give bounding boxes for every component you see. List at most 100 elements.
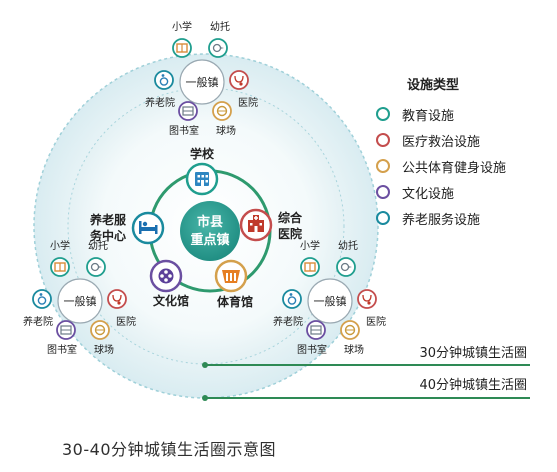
town-label: 一般镇: [186, 75, 219, 89]
education-ring-icon: [376, 107, 390, 121]
bed-icon: [139, 221, 158, 234]
clinic-label: 医院: [116, 315, 136, 328]
elderly-home-label: 养老院: [23, 315, 53, 328]
elderly-home-ring: [282, 289, 302, 309]
legend-title: 设施类型: [407, 78, 460, 93]
ballfield-label: 球场: [94, 343, 114, 356]
legend-label: 教育设施: [402, 108, 455, 124]
primary-school-icon: [54, 262, 66, 272]
hospital-building-icon: [248, 215, 264, 232]
primary-school-label: 小学: [300, 239, 320, 252]
stadium-node: 体育馆: [214, 259, 253, 309]
culture-node: 文化馆: [149, 259, 189, 308]
clinic-label: 医院: [366, 315, 386, 328]
elderly-home-ring: [32, 289, 52, 309]
library-label: 图书室: [47, 343, 77, 356]
legend-label: 医疗救治设施: [402, 134, 481, 150]
legend-item-culture: 文化设施: [376, 179, 551, 205]
kindergarten-icon: [340, 262, 352, 272]
elderly-center-node: 养老服 务中心: [89, 211, 165, 245]
library-icon: [182, 106, 194, 116]
elderly-home-icon: [37, 293, 47, 305]
hospital-label-line1: 综合: [278, 210, 303, 225]
elderly-center-label-line1: 养老服: [89, 212, 127, 227]
library-icon: [310, 325, 322, 335]
kindergarten-ring: [208, 38, 228, 58]
ballfield-icon: [94, 324, 106, 336]
school-label: 学校: [190, 146, 215, 161]
school-building-icon: [195, 172, 209, 186]
center-label-line1: 市县: [197, 214, 223, 230]
library-node: 图书室: [169, 101, 199, 137]
elderly-home-ring: [154, 70, 174, 90]
elderly-home-label: 养老院: [145, 96, 175, 109]
medical-ring-icon: [376, 133, 390, 147]
kindergarten-label: 幼托: [88, 239, 108, 252]
library-label: 图书室: [297, 343, 327, 356]
facility-type-legend: 设施类型 教育设施 医疗救治设施 公共体育健身设施 文化设施 养老服务设施: [376, 74, 551, 231]
kindergarten-label: 幼托: [338, 239, 358, 252]
film-reel-icon: [158, 268, 174, 284]
stadium-label: 体育馆: [217, 294, 253, 309]
ballfield-node: 球场: [90, 320, 114, 356]
clinic-label: 医院: [238, 96, 258, 109]
primary-school-node: 小学: [300, 239, 320, 277]
kindergarten-ring: [86, 257, 106, 277]
culture-ring-icon: [376, 185, 390, 199]
library-icon: [60, 325, 72, 335]
clinic-ring: [357, 289, 377, 309]
library-node: 图书室: [47, 320, 77, 356]
town-label: 一般镇: [314, 294, 347, 308]
school-node: 学校: [185, 146, 219, 196]
diagram-caption: 30-40分钟城镇生活圈示意图: [62, 440, 276, 459]
clinic-ring: [107, 289, 127, 309]
legend-item-sports: 公共体育健身设施: [376, 153, 551, 179]
kindergarten-node: 幼托: [86, 239, 108, 277]
legend-label: 公共体育健身设施: [402, 160, 507, 176]
clinic-ring: [229, 70, 249, 90]
primary-school-icon: [176, 43, 188, 53]
ballfield-icon: [216, 105, 228, 117]
legend-label: 养老服务设施: [402, 212, 481, 228]
legend-item-medical: 医疗救治设施: [376, 127, 551, 153]
library-node: 图书室: [297, 320, 327, 356]
library-label: 图书室: [169, 124, 199, 137]
clinic-node: 医院: [107, 289, 136, 328]
stadium-icon: [222, 270, 240, 283]
town-ring: [179, 59, 225, 105]
clinic-icon: [112, 294, 122, 305]
elderly-ring-icon: [376, 211, 390, 225]
kindergarten-ring: [336, 257, 356, 277]
forty-minute-callout: 40分钟城镇生活圈: [202, 377, 530, 401]
town-ring: [57, 278, 103, 324]
clinic-icon: [362, 294, 372, 305]
kindergarten-icon: [212, 43, 224, 53]
center-label-line2: 重点镇: [190, 232, 229, 248]
elderly-home-label: 养老院: [273, 315, 303, 328]
clinic-node: 医院: [229, 70, 258, 109]
culture-label: 文化馆: [153, 293, 189, 308]
thirty-minute-callout: 30分钟城镇生活圈: [202, 345, 530, 368]
ballfield-icon: [344, 324, 356, 336]
elderly-center-label-line2: 务中心: [90, 228, 126, 243]
elderly-home-node: 养老院: [145, 70, 175, 109]
elderly-home-icon: [159, 74, 169, 86]
elderly-home-node: 养老院: [23, 289, 53, 328]
legend-item-elderly: 养老服务设施: [376, 205, 551, 231]
legend-item-education: 教育设施: [376, 101, 551, 127]
ballfield-label: 球场: [216, 124, 236, 137]
kindergarten-icon: [90, 262, 102, 272]
kindergarten-node: 幼托: [336, 239, 358, 277]
town-label: 一般镇: [64, 294, 97, 308]
primary-school-label: 小学: [50, 239, 70, 252]
primary-school-node: 小学: [50, 239, 70, 277]
kindergarten-node: 幼托: [208, 20, 230, 58]
ballfield-label: 球场: [344, 343, 364, 356]
legend-label: 文化设施: [402, 186, 455, 202]
primary-school-label: 小学: [172, 20, 192, 33]
kindergarten-label: 幼托: [210, 20, 230, 33]
